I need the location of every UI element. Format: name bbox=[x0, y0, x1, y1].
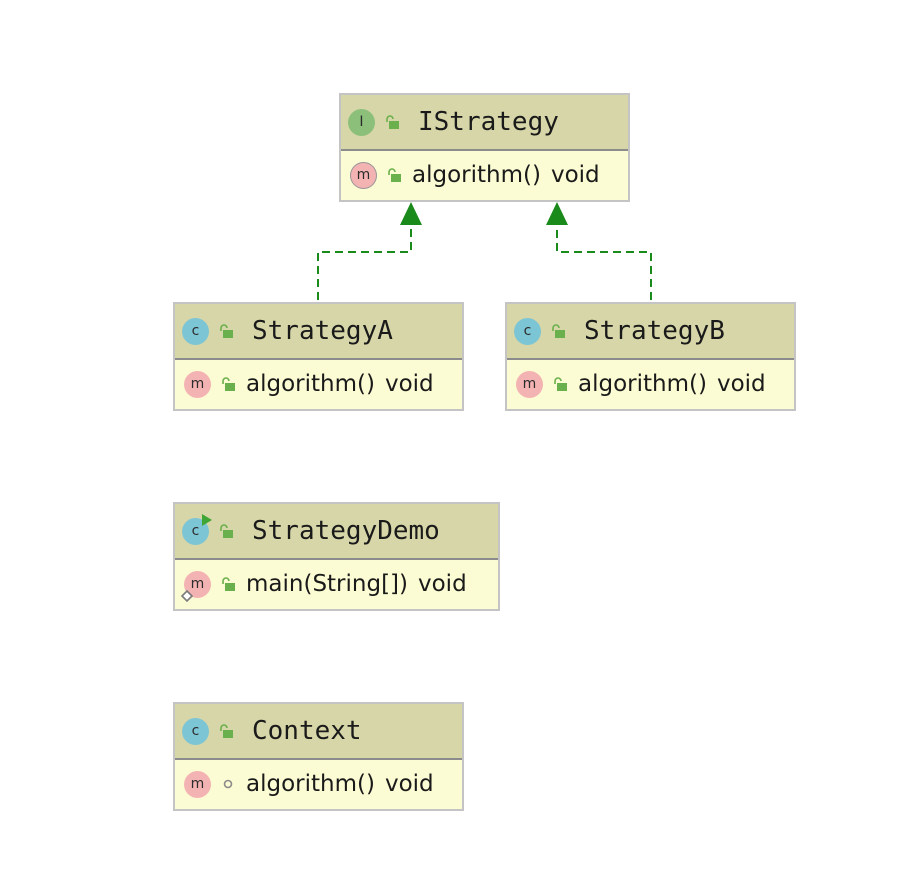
method-icon: m bbox=[516, 370, 543, 398]
public-lock-icon bbox=[220, 524, 233, 538]
method-name: algorithm() bbox=[246, 771, 375, 797]
realization-arrowhead bbox=[400, 202, 422, 225]
method-return-type: void bbox=[550, 162, 600, 188]
method-return-type: void bbox=[418, 571, 467, 597]
class-header: c StrategyB bbox=[507, 304, 794, 360]
public-lock-icon bbox=[552, 324, 565, 338]
public-lock-icon bbox=[222, 577, 235, 591]
class-icon: c bbox=[182, 317, 209, 345]
method-name: main(String[]) bbox=[246, 571, 408, 597]
class-name: StrategyDemo bbox=[252, 516, 440, 546]
method-row[interactable]: m main(String[]) void bbox=[175, 560, 498, 608]
class-box-strategya[interactable]: c StrategyA m algorithm() void bbox=[173, 302, 464, 411]
method-icon: m bbox=[181, 570, 211, 602]
class-box-context[interactable]: c Context m algorithm() void bbox=[173, 702, 464, 811]
class-header: c StrategyA bbox=[175, 304, 462, 360]
method-name: algorithm() bbox=[578, 371, 707, 397]
public-lock-icon bbox=[220, 724, 233, 738]
method-name: algorithm() bbox=[246, 371, 375, 397]
public-lock-icon bbox=[554, 377, 567, 391]
class-header: c Context bbox=[175, 704, 462, 760]
public-lock-icon bbox=[386, 115, 399, 129]
class-name: StrategyB bbox=[584, 316, 725, 346]
method-row[interactable]: m algorithm() void bbox=[175, 360, 462, 408]
class-name: Context bbox=[252, 716, 362, 746]
interface-icon: I bbox=[348, 108, 375, 136]
class-name: IStrategy bbox=[418, 107, 559, 137]
public-lock-icon bbox=[388, 168, 401, 182]
package-private-icon bbox=[223, 779, 233, 789]
method-icon: m bbox=[184, 370, 211, 398]
class-box-istrategy[interactable]: I IStrategy m algorithm() void bbox=[339, 93, 630, 202]
public-lock-icon bbox=[222, 377, 235, 391]
run-marker-icon bbox=[202, 513, 212, 526]
method-icon: m bbox=[184, 770, 211, 798]
method-return-type: void bbox=[716, 371, 766, 397]
method-row[interactable]: m algorithm() void bbox=[507, 360, 794, 408]
method-return-type: void bbox=[384, 371, 434, 397]
class-header: c StrategyDemo bbox=[175, 504, 498, 560]
method-icon: m bbox=[350, 161, 377, 189]
class-box-strategydemo[interactable]: c StrategyDemo m main(String[]) void bbox=[173, 502, 500, 611]
class-icon: c bbox=[182, 717, 209, 745]
class-name: StrategyA bbox=[252, 316, 393, 346]
class-header: I IStrategy bbox=[341, 95, 628, 151]
method-name: algorithm() bbox=[412, 162, 541, 188]
method-row[interactable]: m algorithm() void bbox=[341, 151, 628, 199]
realization-strategya-to-istrategy[interactable] bbox=[317, 202, 422, 300]
realization-arrowhead bbox=[546, 202, 568, 225]
class-icon: c bbox=[182, 513, 212, 545]
method-row[interactable]: m algorithm() void bbox=[175, 760, 462, 808]
public-lock-icon bbox=[220, 324, 233, 338]
static-marker-icon bbox=[181, 589, 193, 602]
realization-strategyb-to-istrategy[interactable] bbox=[546, 202, 652, 300]
class-box-strategyb[interactable]: c StrategyB m algorithm() void bbox=[505, 302, 796, 411]
class-icon: c bbox=[514, 317, 541, 345]
method-return-type: void bbox=[384, 771, 434, 797]
